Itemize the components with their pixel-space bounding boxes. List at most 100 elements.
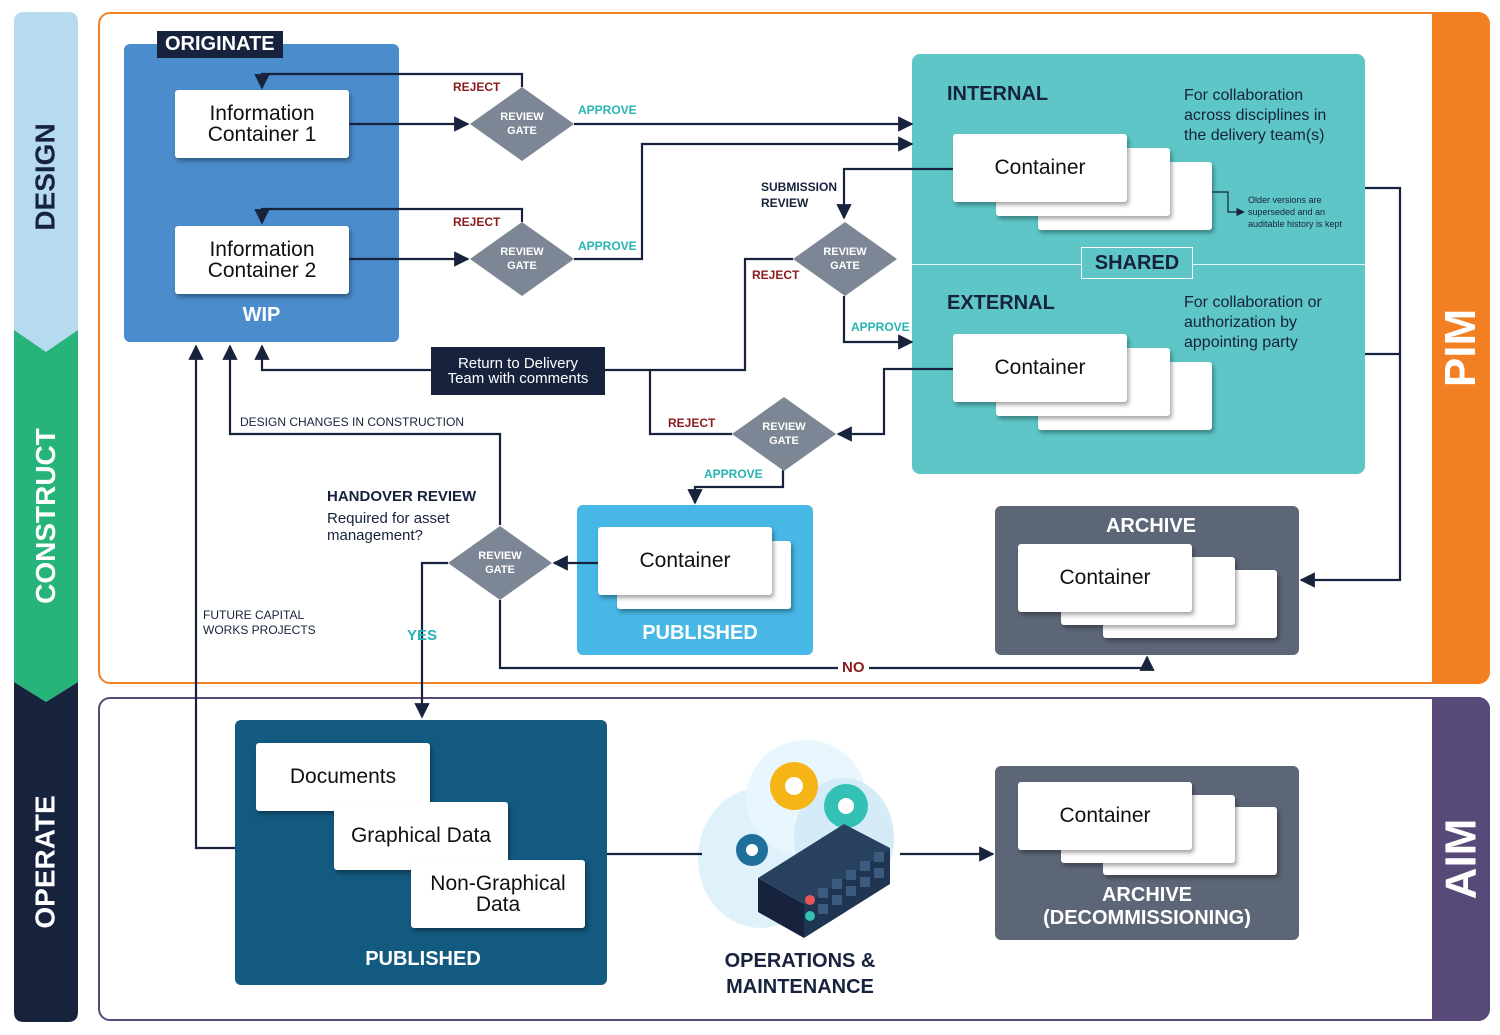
operations-server-icon [698,740,894,938]
connector-gate2-reject [254,207,524,225]
connector-gate3-reject [605,257,793,372]
connector-return-wip [254,344,431,372]
archive-label: ARCHIVE [1105,515,1196,537]
approve-label-1: APPROVE [578,103,637,117]
gate-5-gate: GATE [485,564,515,576]
connector-internal-archive [1299,186,1402,588]
gate-4-text: REVIEW GATE [732,397,836,471]
wip-label: WIP [242,304,281,326]
gate-4-review: REVIEW [762,421,806,433]
older-note-line-2: superseded and an [1248,207,1326,217]
aim-bar: AIM [1432,697,1490,1021]
design-changes-label: DESIGN CHANGES IN CONSTRUCTION [240,415,465,429]
connector-gate3-approve [842,296,914,350]
reject-label-2: REJECT [453,215,501,229]
graphical-data-card[interactable]: Graphical Data [334,802,508,870]
reject-label-3: REJECT [752,268,800,282]
internal-label: INTERNAL [947,83,1049,105]
gate-5-shape [448,526,552,600]
gate-2-gate: GATE [507,260,537,272]
internal-container-label: Container [994,156,1086,179]
gear-icon-orange [770,762,818,810]
aim-archive-label: ARCHIVE (DECOMMISSIONING) [995,884,1299,930]
connector-gate4-approve [687,470,785,505]
submission-line-1: SUBMISSION [761,180,838,194]
review-gate-2[interactable]: REVIEW GATE [470,222,574,296]
handover-review-title: HANDOVER REVIEW [327,488,477,505]
internal-desc-line-3: the delivery team(s) [1184,127,1325,144]
container-1-line-2: Container 1 [207,123,317,146]
operate-phase-shape [14,682,78,1022]
internal-description: For collaboration across disciplines in … [1184,86,1326,146]
older-note-line-1: Older versions are [1248,195,1322,205]
connector-submission-review [836,167,953,220]
gate-2-text: REVIEW GATE [470,222,574,296]
graphical-data-label: Graphical Data [350,824,492,847]
gear-icon-navy [736,834,768,866]
non-graphical-line-1: Non-Graphical [430,872,566,895]
handover-review-gate[interactable]: REVIEW GATE [448,526,552,600]
yes-label: YES [407,627,438,644]
handover-review-question: Required for asset management? [327,510,450,544]
connector-future-works [188,344,235,850]
gear-icon-teal [824,784,868,828]
gate-2-review: REVIEW [500,246,544,258]
external-desc-line-3: appointing party [1184,334,1298,351]
connector-older-note [1212,191,1245,217]
ops-line-2: MAINTENANCE [726,976,874,998]
gate-1-gate: GATE [507,125,537,137]
internal-desc-line-2: across disciplines in [1184,107,1327,124]
aim-archive-label-line-1: ARCHIVE [1101,884,1192,906]
gate-5-text: REVIEW GATE [448,526,552,600]
aim-published-label: PUBLISHED [365,948,481,970]
gate-4-gate: GATE [769,435,799,447]
documents-label: Documents [289,765,397,788]
archive-container[interactable]: Container [1018,544,1192,612]
design-phase-shape [14,12,78,362]
reject-label-1: REJECT [453,80,501,94]
published-container[interactable]: Container [598,527,772,595]
aim-archive-container[interactable]: Container [1018,782,1192,850]
container-2-line-1: Information [209,238,315,261]
handover-q-line-2: management? [327,527,423,544]
operate-phase: OPERATE [14,682,78,1022]
reject-label-4: REJECT [668,416,716,430]
return-to-delivery-box: Return to Delivery Team with comments [431,347,605,395]
external-container[interactable]: Container [953,334,1127,402]
connector-external-gate4 [836,367,953,442]
information-container-1[interactable]: Information Container 1 [175,90,349,158]
connector-no [498,600,1155,671]
internal-container[interactable]: Container [953,134,1127,202]
ops-line-1: OPERATIONS & [724,950,876,972]
older-versions-note: Older versions are superseded and an aud… [1248,194,1342,230]
gate-4-shape [732,397,836,471]
aim-archive-container-label: Container [1059,804,1151,827]
construct-phase: CONSTRUCT [14,330,78,702]
return-line-1: Return to Delivery [457,355,579,372]
non-graphical-line-2: Data [475,893,521,916]
archive-container-label: Container [1059,566,1151,589]
construct-phase-shape [14,330,78,702]
future-capital-label: FUTURE CAPITAL WORKS PROJECTS [203,608,316,638]
aim-archive-label-line-2: (DECOMMISSIONING) [1043,907,1251,929]
non-graphical-data-card[interactable]: Non-Graphical Data [411,860,585,928]
originate-tag: ORIGINATE [157,31,283,58]
operations-maintenance-label: OPERATIONS & MAINTENANCE [700,948,900,1000]
information-container-2[interactable]: Information Container 2 [175,226,349,294]
pim-bar: PIM [1432,12,1490,684]
published-label: PUBLISHED [642,622,758,644]
documents-card[interactable]: Documents [256,743,430,811]
gate-1-shape [470,87,574,161]
approve-label-3: APPROVE [851,320,910,334]
gate-3-gate: GATE [830,260,860,272]
published-container-label: Container [639,549,731,572]
review-gate-4[interactable]: REVIEW GATE [732,397,836,471]
container-1-line-1: Information [209,102,315,125]
gate-5-review: REVIEW [478,550,522,562]
shared-tag: SHARED [1081,247,1193,279]
submission-review-label: SUBMISSION REVIEW [761,179,837,211]
connector-yes [414,561,448,719]
